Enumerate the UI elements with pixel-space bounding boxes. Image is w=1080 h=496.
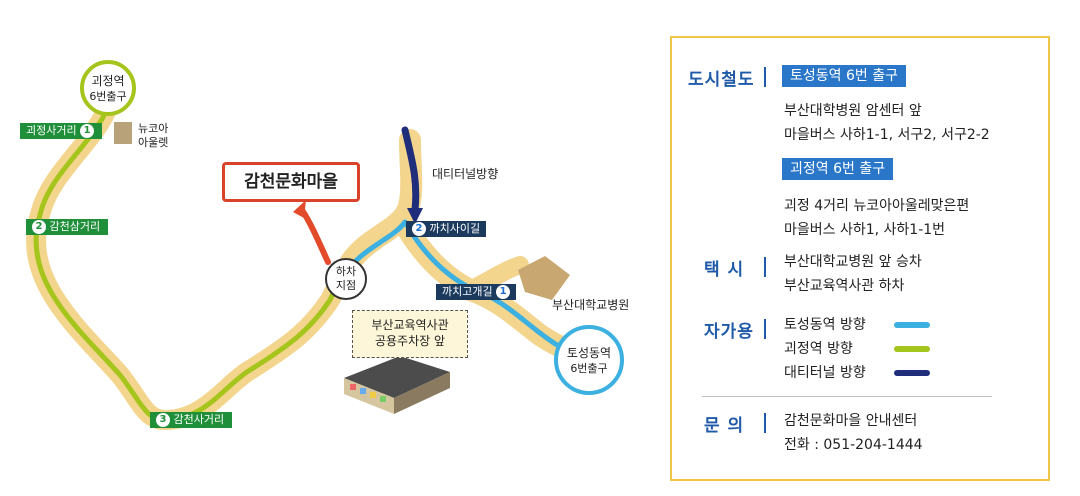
subway-label: 도시철도 [688, 70, 755, 90]
car-route-1-label: 토성동역 방향 [784, 317, 866, 333]
navy-route [401, 126, 420, 214]
green-route [33, 93, 343, 423]
museum-building [344, 356, 450, 414]
dropoff-line2: 지점 [335, 279, 357, 292]
contact-label: 문 의 [704, 416, 745, 436]
green-stop-2: 2 감천삼거리 [26, 219, 109, 235]
blue-stop-2-number: 2 [412, 222, 426, 236]
newcore-label: 뉴코아 아울렛 [138, 122, 168, 150]
car-route-1-swatch [894, 322, 930, 328]
taxi-line2: 부산교육역사관 하차 [784, 278, 905, 294]
car-route-2-swatch [894, 346, 930, 352]
navy-arrowhead [407, 208, 423, 224]
blue-stop-2: 2 까치사이길 [406, 221, 487, 237]
panel-divider [702, 396, 992, 397]
green-stop-3: 3 감천사거리 [150, 412, 233, 428]
newcore-label-line1: 뉴코아 [138, 122, 169, 135]
contact-label-bar [764, 413, 766, 433]
exit-toseong-line2: 마을버스 사하1-1, 서구2, 서구2-2 [784, 127, 990, 143]
taxi-label-bar [764, 257, 766, 277]
car-route-3-swatch [894, 370, 930, 376]
station-gwejeong-exit: 6번출구 [89, 90, 127, 103]
taxi-line1: 부산대학교병원 앞 승차 [784, 254, 922, 270]
destination-label: 감천문화마을 [222, 162, 360, 202]
route-map: 괴정역 6번출구 토성동역 6번출구 괴정사거리 1 2 감천삼거리 3 감천사… [20, 60, 630, 430]
car-label-bar [764, 319, 766, 339]
green-stop-1: 괴정사거리 1 [20, 123, 103, 139]
car-route-3-label: 대티터널 방향 [784, 365, 866, 381]
station-gwejeong-name: 괴정역 [91, 74, 125, 88]
blue-stop-1-number: 1 [496, 285, 511, 299]
green-stop-1-label: 괴정사거리 [26, 124, 77, 137]
red-arrowhead [293, 200, 306, 218]
station-toseong: 토성동역 6번출구 [554, 325, 624, 395]
station-gwejeong: 괴정역 6번출구 [80, 60, 136, 116]
taxi-label: 택 시 [704, 260, 745, 280]
exit-gwejeong-pill: 괴정역 6번 출구 [782, 158, 894, 180]
green-stop-2-number: 2 [32, 220, 46, 234]
newcore-building [114, 122, 132, 144]
car-route-2-label: 괴정역 방향 [784, 341, 853, 357]
hospital-label: 부산대학교병원 [552, 298, 630, 312]
exit-toseong-pill: 토성동역 6번 출구 [782, 65, 906, 87]
museum-callout-line1: 부산교육역사관 [371, 318, 449, 332]
museum-callout-line2: 공용주차장 앞 [374, 334, 446, 348]
car-label: 자가용 [704, 322, 754, 342]
blue-stop-2-label: 까치사이길 [429, 222, 481, 235]
contact-line1: 감천문화마을 안내센터 [784, 413, 918, 429]
green-stop-3-label: 감천사거리 [173, 413, 225, 426]
dropoff-marker: 하차 지점 [325, 258, 367, 300]
exit-toseong-line1: 부산대학병원 암센터 앞 [784, 103, 922, 119]
exit-gwejeong-line1: 괴정 4거리 뉴코아아울레맞은편 [784, 198, 970, 214]
blue-stop-1: 까치고개길 1 [436, 284, 517, 300]
blue-stop-1-label: 까치고개길 [442, 285, 493, 298]
contact-line2: 전화 : 051-204-1444 [784, 437, 923, 453]
museum-callout: 부산교육역사관 공용주차장 앞 [352, 310, 468, 358]
directions-panel: 도시철도 토성동역 6번 출구 부산대학병원 암센터 앞 마을버스 사하1-1,… [670, 36, 1050, 481]
green-stop-3-number: 3 [156, 413, 170, 427]
green-stop-2-label: 감천삼거리 [49, 220, 101, 233]
station-toseong-exit: 6번출구 [570, 362, 608, 375]
green-stop-1-number: 1 [80, 124, 95, 138]
hospital-building [518, 256, 570, 300]
route-map-drawing [26, 86, 591, 430]
tunnel-direction-label: 대티터널방향 [432, 167, 499, 181]
subway-label-bar [764, 67, 766, 87]
station-toseong-name: 토성동역 [566, 346, 612, 360]
exit-gwejeong-line2: 마을버스 사하1, 사하1-1번 [784, 222, 946, 238]
newcore-label-line2: 아울렛 [138, 136, 169, 149]
red-arrow [299, 207, 331, 265]
dropoff-line1: 하차 [335, 265, 357, 278]
